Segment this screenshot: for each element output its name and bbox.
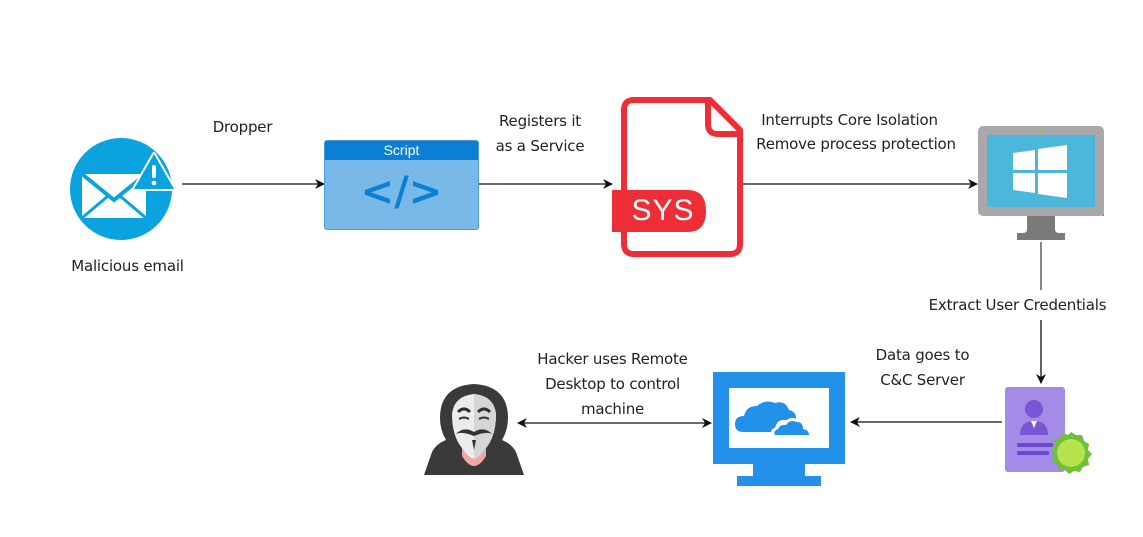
registers-label-line2: as a Service: [495, 137, 585, 155]
email-warning-icon: [70, 138, 176, 240]
extract-label: Extract User Credentials: [928, 296, 1107, 314]
sys-node: SYS: [612, 94, 744, 260]
email-node: [66, 134, 184, 252]
remote-label-line3: machine: [580, 400, 645, 418]
script-header: Script: [325, 141, 478, 160]
data-goes-label-line2: C&C Server: [880, 371, 965, 389]
sys-file-icon: [612, 97, 743, 257]
remote-label-line1: Hacker uses Remote: [537, 350, 688, 368]
hacker-node: [422, 378, 526, 476]
hacker-mask-icon: [424, 384, 524, 475]
windows-monitor-icon: [978, 126, 1104, 240]
dropper-label: Dropper: [212, 118, 273, 136]
registers-label-line1: Registers it: [499, 112, 581, 130]
remote-label-line2: Desktop to control: [545, 375, 680, 393]
sys-badge-text: SYS: [631, 194, 695, 227]
data-goes-label-line1: Data goes to: [875, 346, 970, 364]
interrupts-label-line2: Remove process protection: [756, 135, 956, 153]
windows-pc-node: [977, 125, 1105, 243]
code-icon: </>: [360, 169, 443, 215]
cloud-pc-node: [713, 372, 845, 488]
credentials-node: [1002, 385, 1094, 477]
cloud-monitor-icon: [713, 372, 845, 486]
interrupts-label-line1: Interrupts Core Isolation: [761, 111, 938, 129]
email-label: Malicious email: [71, 257, 184, 275]
credential-card-icon: [1005, 387, 1092, 474]
script-node: Script </>: [324, 140, 479, 230]
